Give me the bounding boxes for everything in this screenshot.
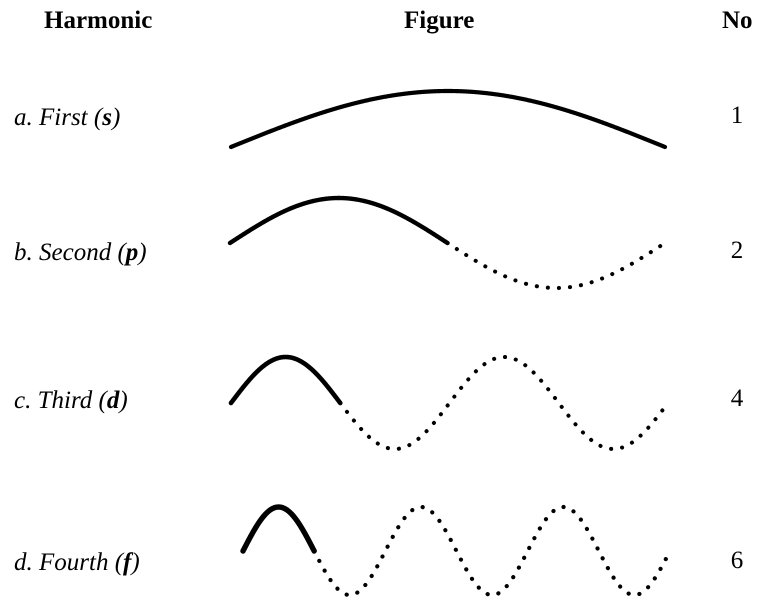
figure-fourth-harmonic xyxy=(200,485,700,606)
row-label-fourth-prefix: d. Fourth ( xyxy=(14,549,124,576)
row-number-second: 2 xyxy=(730,237,744,264)
column-header-figure: Figure xyxy=(404,7,475,34)
row-label-second-suffix: ) xyxy=(138,239,147,266)
double-sine-wave-quarter-solid-icon xyxy=(228,354,670,451)
figure-second-harmonic xyxy=(200,180,700,305)
wave-dotted-segment xyxy=(445,241,667,290)
row-label-third-suffix: ) xyxy=(119,387,128,414)
column-header-harmonic: Harmonic xyxy=(44,7,153,34)
row-label-fourth-suffix: ) xyxy=(131,549,140,576)
row-number-fourth: 6 xyxy=(730,547,744,574)
wave-solid-segment xyxy=(228,88,668,150)
figure-third-harmonic xyxy=(200,335,700,460)
row-label-second: b. Second (p) xyxy=(14,240,147,265)
row-label-second-prefix: b. Second ( xyxy=(14,239,126,266)
column-header-no: No xyxy=(722,7,753,34)
row-label-first-prefix: a. First ( xyxy=(14,104,103,131)
row-label-third-prefix: c. Third ( xyxy=(14,387,107,414)
row-label-fourth-term: f xyxy=(123,549,132,576)
wave-dotted-segment xyxy=(338,354,670,451)
row-number-first: 1 xyxy=(730,102,744,129)
wave-solid-segment xyxy=(227,195,450,246)
row-label-first-suffix: ) xyxy=(111,104,121,131)
row-label-first-term: s xyxy=(102,104,112,131)
wave-dotted-segment xyxy=(312,504,673,598)
wave-solid-segment xyxy=(240,504,317,554)
row-label-third: c. Third (d) xyxy=(14,388,128,413)
full-sine-wave-half-solid-icon xyxy=(227,195,667,290)
row-label-fourth: d. Fourth (f) xyxy=(14,550,140,575)
row-label-second-term: p xyxy=(125,239,139,266)
figure-first-harmonic xyxy=(200,60,700,170)
half-sine-wave-solid-icon xyxy=(228,88,668,150)
row-number-third: 4 xyxy=(730,385,744,412)
row-label-third-term: d xyxy=(106,387,120,414)
wave-solid-segment xyxy=(228,354,343,406)
row-label-first: a. First (s) xyxy=(14,105,120,130)
triple-sine-wave-sixth-solid-icon xyxy=(240,504,673,598)
